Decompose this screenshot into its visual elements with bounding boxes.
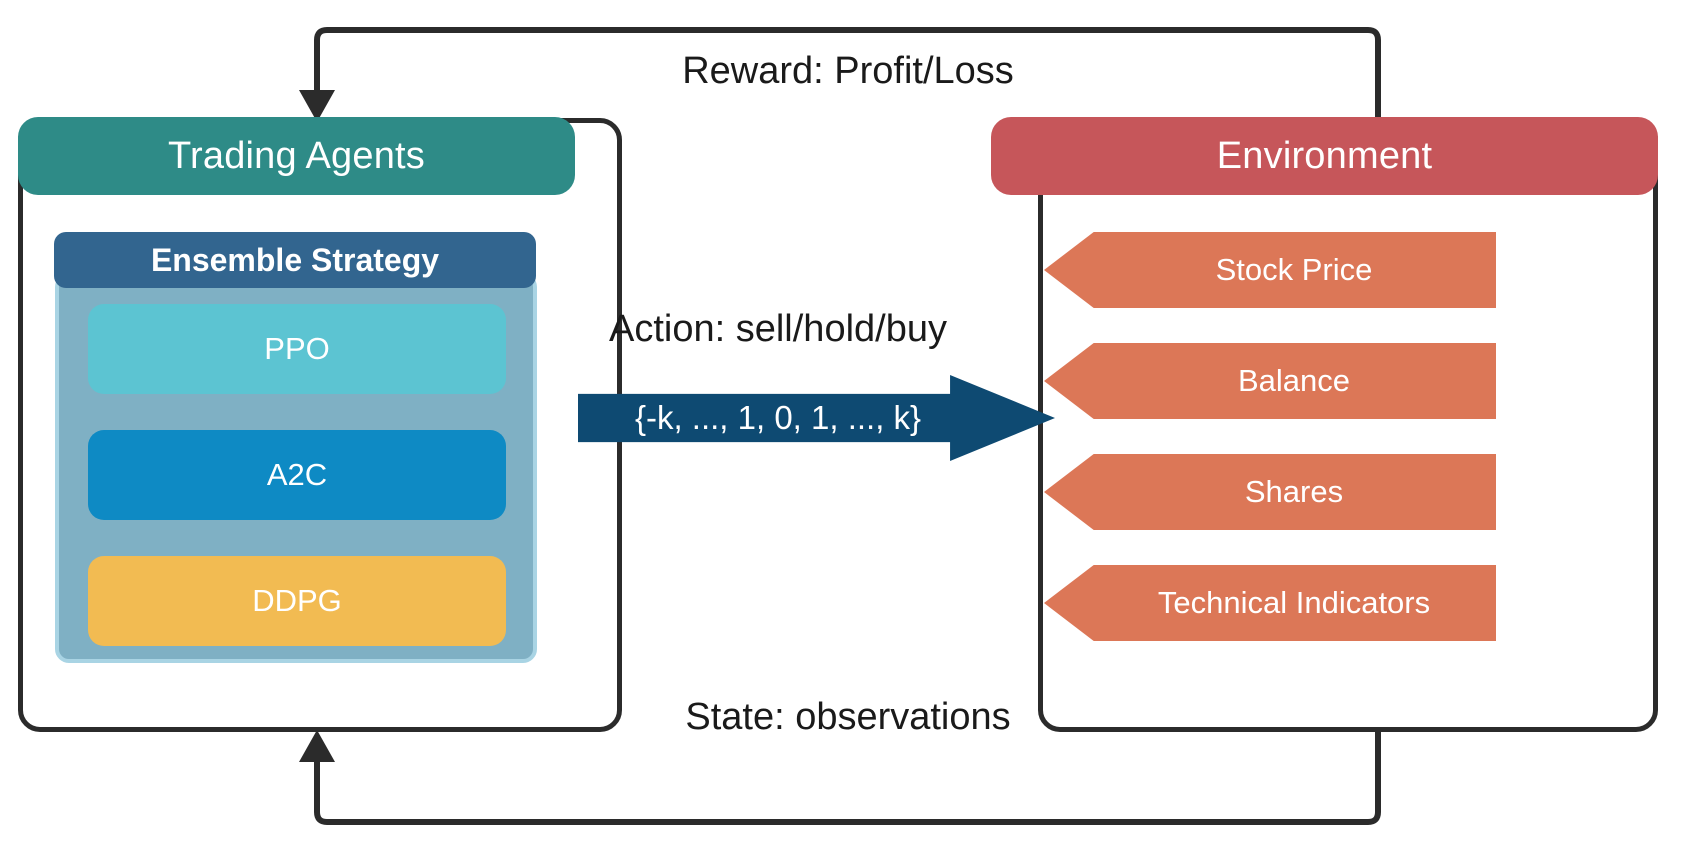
environment-item-technical-indicators[interactable]: Technical Indicators — [1044, 565, 1496, 641]
state-connector-path — [314, 732, 1381, 825]
environment-item-shares[interactable]: Shares — [1044, 454, 1496, 530]
reward-edge-label: Reward: Profit/Loss — [682, 50, 1014, 92]
algorithm-box-a2c[interactable]: A2C — [88, 430, 506, 520]
environment-item-stock-price[interactable]: Stock Price — [1044, 232, 1496, 308]
action-edge-label: Action: sell/hold/buy — [609, 308, 947, 350]
trading-agents-header: Trading Agents — [18, 117, 575, 195]
environment-item-balance[interactable]: Balance — [1044, 343, 1496, 419]
algorithm-box-ppo[interactable]: PPO — [88, 304, 506, 394]
action-value-set-label: {-k, ..., 1, 0, 1, ..., k} — [634, 399, 922, 436]
state-edge-label: State: observations — [685, 696, 1011, 738]
ensemble-strategy-header: Ensemble Strategy — [54, 232, 536, 288]
algorithm-box-ddpg[interactable]: DDPG — [88, 556, 506, 646]
environment-header: Environment — [991, 117, 1658, 195]
